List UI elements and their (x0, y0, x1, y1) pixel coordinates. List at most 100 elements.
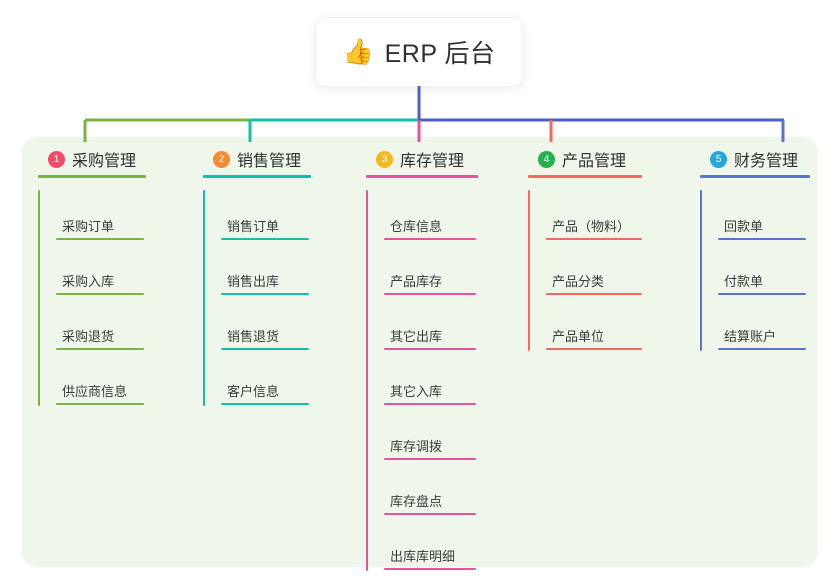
list-item[interactable]: 出库库明细 (366, 520, 479, 575)
list-item-rule (546, 238, 642, 240)
column-header-rule-2 (203, 175, 311, 178)
list-item-rule (56, 403, 144, 405)
list-item[interactable]: 产品分类 (528, 245, 644, 300)
column-items-3: 仓库信息产品库存其它出库其它入库库存调拨库存盘点出库库明细 (366, 190, 479, 575)
column-title-4: 产品管理 (562, 153, 627, 170)
column-items-4: 产品（物料） 产品分类产品单位 (528, 190, 644, 355)
list-item-label: 供应商信息 (62, 384, 128, 399)
column-header-rule-1 (38, 175, 146, 178)
thumbs-up-icon: 👍 (342, 37, 374, 66)
list-item-rule (718, 348, 806, 350)
list-item-label: 出库库明细 (390, 549, 456, 564)
list-item-rule (384, 458, 476, 460)
column-badge-1: 1 (48, 150, 65, 168)
list-item-rule (384, 348, 476, 350)
root-node[interactable]: 👍 ERP 后台 (316, 18, 522, 86)
list-item-label: 采购入库 (62, 274, 115, 289)
list-item-rule (384, 238, 476, 240)
content-panel (22, 137, 818, 567)
list-item[interactable]: 产品（物料） (528, 190, 644, 245)
list-item-label: 其它出库 (390, 329, 443, 344)
column-5: 5 财务管理回款单付款单结算账户 (700, 144, 812, 355)
column-title-2: 销售管理 (237, 153, 302, 170)
list-item-label: 其它入库 (390, 384, 443, 399)
list-item[interactable]: 客户信息 (203, 355, 313, 410)
column-title-5: 财务管理 (734, 153, 799, 170)
column-stem-2 (203, 190, 205, 406)
list-item-rule (384, 293, 476, 295)
column-3: 3 库存管理仓库信息产品库存其它出库其它入库库存调拨库存盘点出库库明细 (366, 144, 479, 575)
list-item-rule (718, 293, 806, 295)
list-item-rule (221, 403, 309, 405)
column-stem-1 (38, 190, 40, 406)
column-stem-4 (528, 190, 530, 351)
column-header-rule-4 (528, 175, 642, 178)
list-item[interactable]: 仓库信息 (366, 190, 479, 245)
list-item[interactable]: 采购退货 (38, 300, 150, 355)
column-title-1: 采购管理 (72, 153, 137, 170)
list-item-rule (56, 238, 144, 240)
list-item[interactable]: 结算账户 (700, 300, 812, 355)
list-item[interactable]: 其它出库 (366, 300, 479, 355)
column-header-rule-3 (366, 175, 478, 178)
list-item-rule (56, 348, 144, 350)
list-item-label: 采购订单 (62, 219, 115, 234)
column-badge-5: 5 (710, 150, 727, 168)
list-item-label: 库存调拨 (390, 439, 443, 454)
column-2: 2 销售管理销售订单销售出库销售退货客户信息 (203, 144, 313, 410)
list-item-rule (221, 293, 309, 295)
list-item-label: 采购退货 (62, 329, 115, 344)
list-item[interactable]: 库存盘点 (366, 465, 479, 520)
column-stem-5 (700, 190, 702, 351)
column-items-1: 采购订单采购入库采购退货供应商信息 (38, 190, 150, 410)
list-item-rule (221, 238, 309, 240)
root-node-title: ERP 后台 (384, 40, 496, 68)
list-item[interactable]: 采购订单 (38, 190, 150, 245)
column-items-5: 回款单付款单结算账户 (700, 190, 812, 355)
list-item-rule (384, 513, 476, 515)
list-item[interactable]: 回款单 (700, 190, 812, 245)
list-item-label: 库存盘点 (390, 494, 443, 509)
list-item-rule (384, 568, 476, 570)
list-item-label: 回款单 (724, 219, 764, 234)
column-title-3: 库存管理 (400, 153, 465, 170)
column-badge-4: 4 (538, 150, 555, 168)
list-item-label: 客户信息 (227, 384, 280, 399)
list-item[interactable]: 采购入库 (38, 245, 150, 300)
column-header-4[interactable]: 4 产品管理 (528, 144, 644, 178)
column-header-5[interactable]: 5 财务管理 (700, 144, 812, 178)
list-item[interactable]: 销售退货 (203, 300, 313, 355)
list-item[interactable]: 销售出库 (203, 245, 313, 300)
list-item[interactable]: 供应商信息 (38, 355, 150, 410)
list-item[interactable]: 其它入库 (366, 355, 479, 410)
column-header-rule-5 (700, 175, 810, 178)
list-item[interactable]: 产品库存 (366, 245, 479, 300)
list-item-rule (384, 403, 476, 405)
list-item-label: 销售出库 (227, 274, 280, 289)
list-item-label: 销售退货 (227, 329, 280, 344)
list-item-label: 结算账户 (724, 329, 777, 344)
list-item[interactable]: 付款单 (700, 245, 812, 300)
column-header-2[interactable]: 2 销售管理 (203, 144, 313, 178)
list-item-label: 销售订单 (227, 219, 280, 234)
list-item-rule (718, 238, 806, 240)
list-item-label: 付款单 (724, 274, 764, 289)
column-badge-2: 2 (213, 150, 230, 168)
list-item-label: 产品库存 (390, 274, 443, 289)
list-item-rule (546, 348, 642, 350)
list-item-rule (56, 293, 144, 295)
column-4: 4 产品管理产品（物料） 产品分类产品单位 (528, 144, 644, 355)
list-item-rule (546, 293, 642, 295)
column-stem-3 (366, 190, 368, 571)
list-item[interactable]: 库存调拨 (366, 410, 479, 465)
list-item-label: 仓库信息 (390, 219, 443, 234)
list-item-label: 产品分类 (552, 274, 605, 289)
column-badge-3: 3 (376, 150, 393, 168)
column-header-3[interactable]: 3 库存管理 (366, 144, 479, 178)
column-items-2: 销售订单销售出库销售退货客户信息 (203, 190, 313, 410)
column-header-1[interactable]: 1 采购管理 (38, 144, 150, 178)
column-1: 1 采购管理采购订单采购入库采购退货供应商信息 (38, 144, 150, 410)
list-item[interactable]: 销售订单 (203, 190, 313, 245)
list-item[interactable]: 产品单位 (528, 300, 644, 355)
